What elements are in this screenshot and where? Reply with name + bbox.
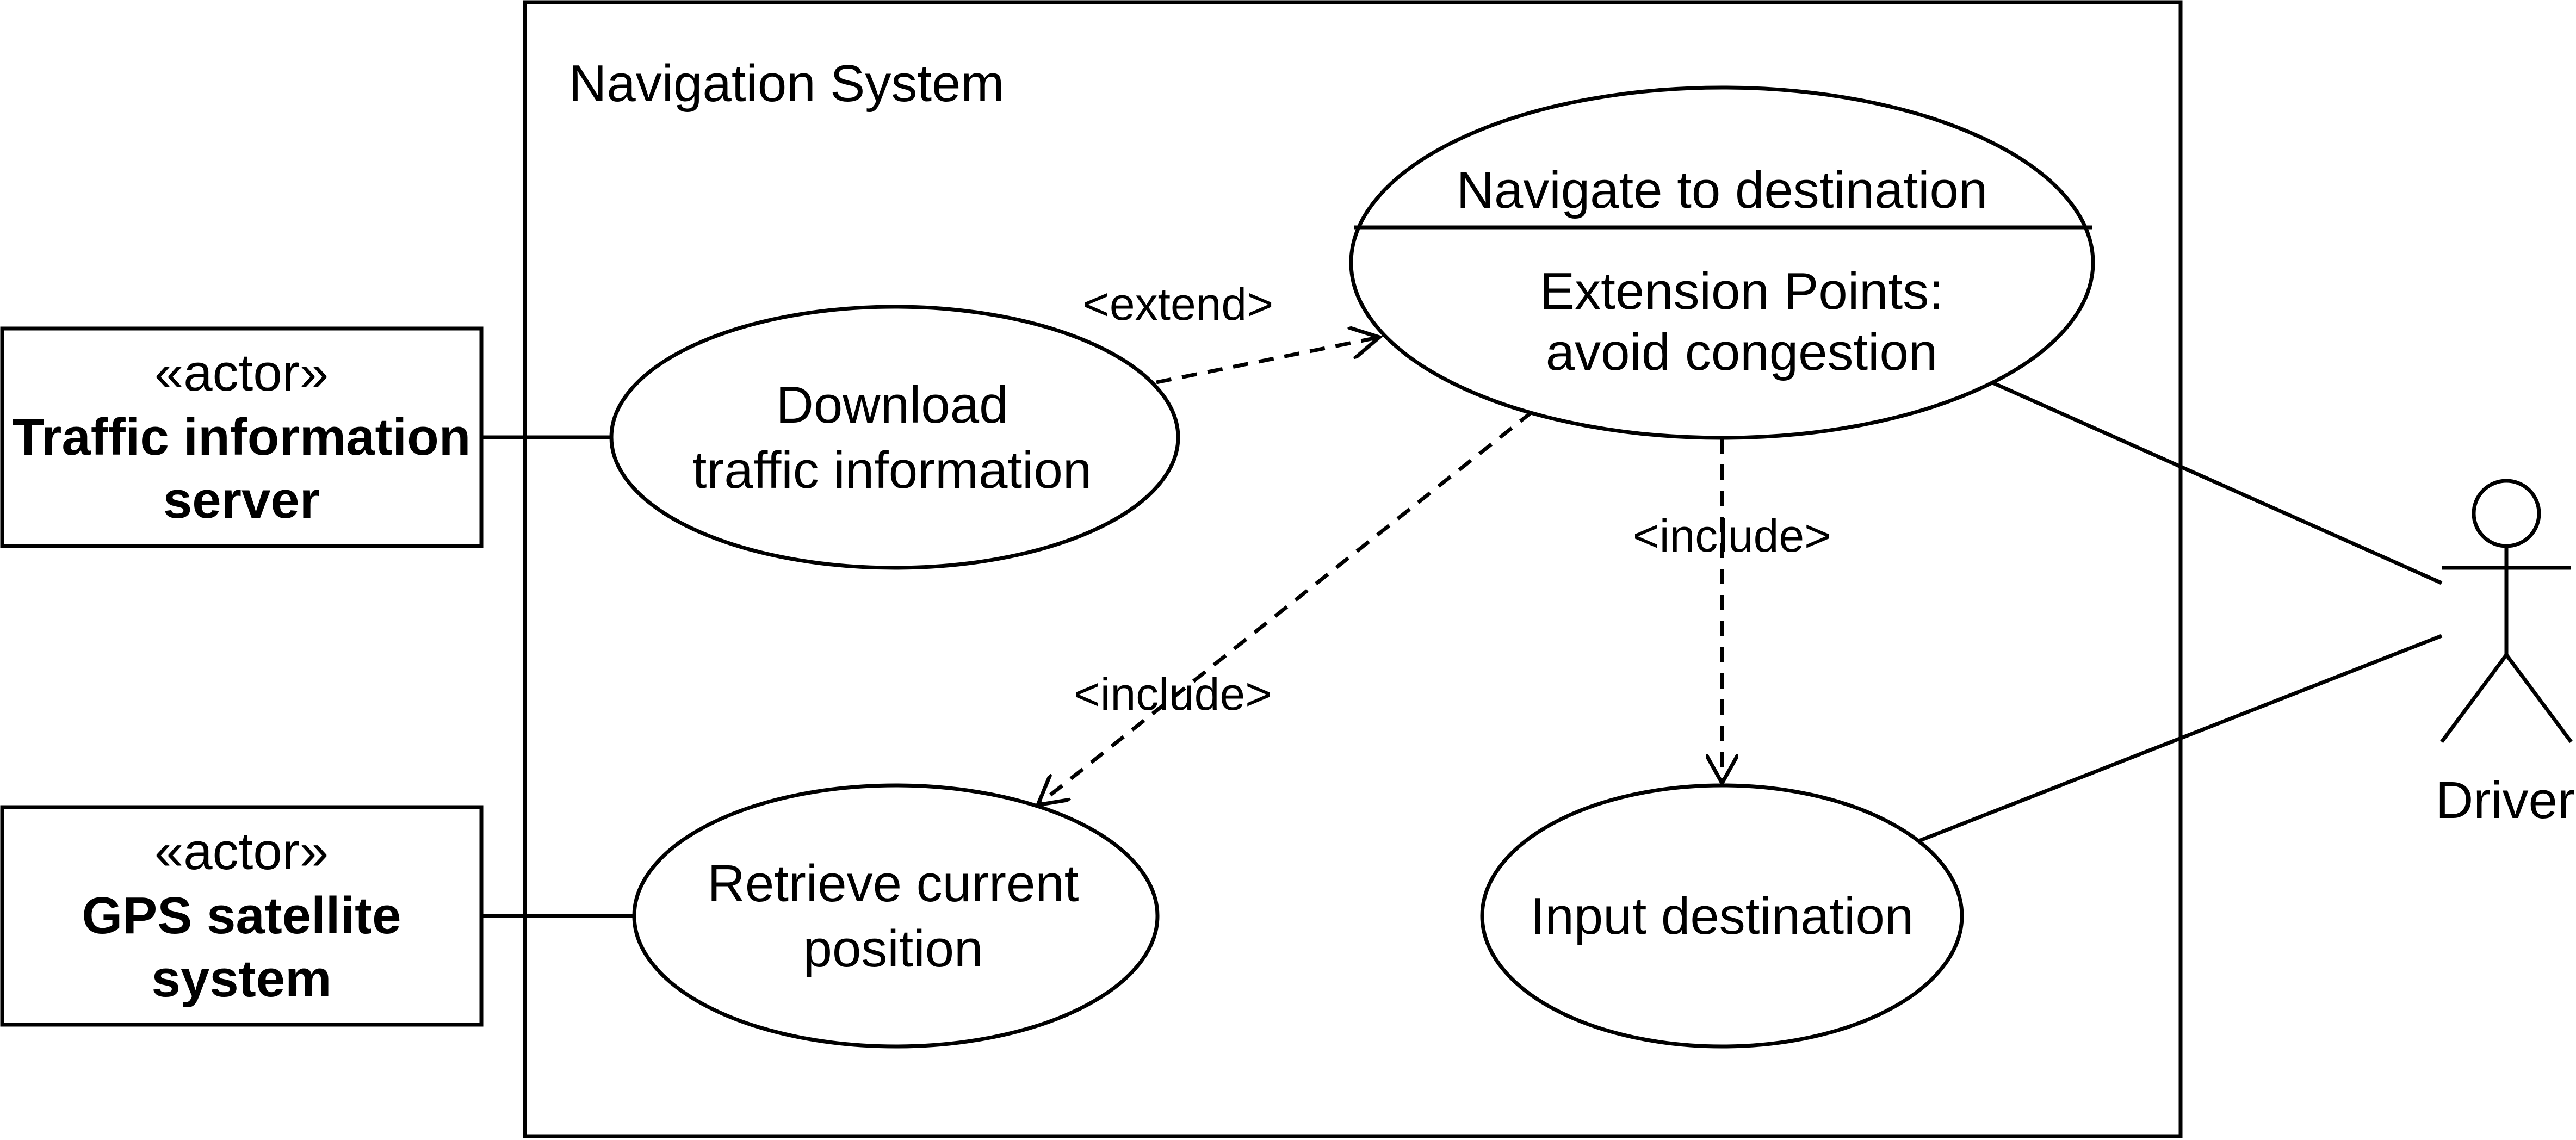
include-arrow-position [1038, 410, 1534, 805]
extension-points-title: Extension Points: [1540, 262, 1943, 320]
actor-driver-name: Driver [2436, 771, 2575, 829]
actor-traffic-stereotype: «actor» [154, 344, 329, 402]
use-case-download[interactable]: Download traffic information [609, 305, 1180, 570]
use-case-download-line2: traffic information [692, 441, 1092, 499]
use-case-retrieve-line2: position [803, 920, 983, 978]
use-case-input-name: Input destination [1531, 887, 1914, 945]
extend-arrow [1156, 337, 1379, 385]
driver-left-leg [2440, 653, 2508, 744]
extend-label: <extend> [1083, 278, 1273, 330]
use-case-retrieve[interactable]: Retrieve current position [632, 783, 1160, 1049]
association-driver-input [1918, 634, 2443, 843]
system-title: Navigation System [569, 54, 1004, 113]
actor-gps-name-line1: GPS satellite [82, 887, 401, 945]
actor-gps-stereotype: «actor» [154, 822, 329, 881]
actor-driver[interactable]: Driver [2436, 479, 2575, 829]
actor-traffic-name-line1: Traffic information [13, 408, 471, 466]
use-case-retrieve-line1: Retrieve current [708, 854, 1079, 913]
driver-right-leg [2505, 653, 2573, 744]
driver-head-icon [2472, 479, 2541, 548]
use-case-navigate-name: Navigate to destination [1457, 161, 1988, 219]
association-driver-navigate [1992, 381, 2443, 585]
actor-traffic-name-line2: server [163, 471, 320, 529]
actor-gps-satellite-system[interactable]: «actor» GPS satellite system [0, 805, 484, 1027]
actor-traffic-information-server[interactable]: «actor» Traffic information server [0, 326, 484, 548]
use-case-navigate[interactable]: Navigate to destination Extension Points… [1349, 85, 2095, 440]
extension-point-avoid-congestion: avoid congestion [1546, 323, 1938, 381]
include-label-input: <include> [1633, 510, 1831, 561]
actor-gps-name-line2: system [152, 950, 332, 1008]
use-case-download-line1: Download [776, 376, 1008, 434]
include-label-position: <include> [1074, 668, 1272, 720]
use-case-input[interactable]: Input destination [1480, 783, 1964, 1049]
